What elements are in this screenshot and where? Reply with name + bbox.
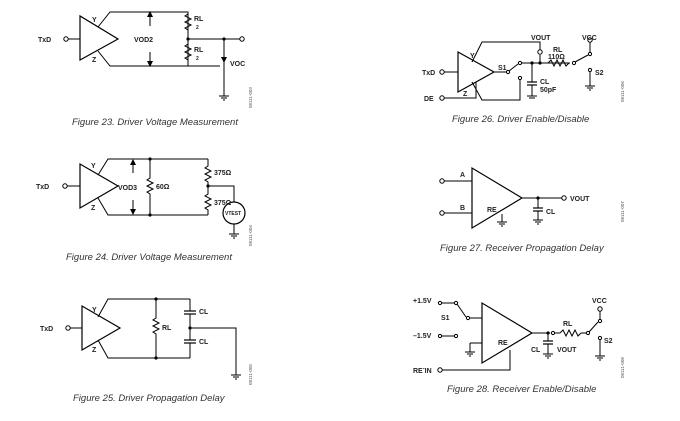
figure-28-receiver-enable: +1.5V –1.5V S1 RE CL VOUT RL VCC S2 RE I… [413,298,625,395]
figure-caption: Figure 25. Driver Propagation Delay [73,393,226,404]
figure-caption: Figure 24. Driver Voltage Measurement [66,252,232,263]
driver-triangle [79,162,120,210]
z-label: Z [92,57,97,64]
figure-23-driver-voltage: TxD Y Z VOD2 RL 2 RL 2 VOC 08111-003 Fig… [38,11,253,128]
rl-label: RL [553,47,563,54]
vout-label: VOUT [570,196,590,203]
voc-label: VOC [230,61,245,68]
figure-25-driver-propagation: TxD Y Z RL CL CL 08111-005 Figure 25. Dr… [40,297,253,404]
txd-label: TxD [422,70,435,77]
y-label: Y [92,17,97,24]
side-code: 08111-007 [620,201,625,222]
rl-bottom-label: RL [194,47,204,54]
figure-caption: Figure 26. Driver Enable/Disable [452,114,589,125]
z-label: Z [463,91,468,98]
re-label: RE [498,340,508,347]
receiver-triangle [481,301,534,365]
s2-label: S2 [604,338,613,345]
s1-label: S1 [498,65,507,72]
figure-27-receiver-propagation: A B RE VOUT CL 08111-007 Figure 27. Rece… [439,166,625,254]
vod3-label: VOD3 [118,185,137,192]
driver-triangle [81,304,122,352]
cl-label: CL [546,209,556,216]
r375-top-label: 375Ω [214,170,232,177]
driver-triangle [79,14,120,62]
side-code: 08111-008 [620,357,625,378]
b-label: B [460,205,465,212]
side-code: 08111-006 [620,81,625,102]
rl-label: RL [162,325,172,332]
r60-label: 60Ω [156,184,170,191]
rl-top-label: RL [194,16,204,23]
r60-resistor [145,159,155,215]
txd-label: TxD [36,184,49,191]
side-code: 08111-004 [248,225,253,246]
re-label: RE [487,207,497,214]
txd-label: TxD [40,326,53,333]
rl-half-top-resistor [183,12,193,37]
vtest-label: VTEST [225,211,241,217]
txd-label: TxD [38,37,51,44]
y-label: Y [470,53,475,60]
txd-input-terminal [63,36,69,42]
side-code: 08111-003 [248,87,253,108]
vod2-label: VOD2 [134,37,153,44]
rl-top-half-label: 2 [196,25,199,31]
figure-caption: Figure 27. Receiver Propagation Delay [440,243,605,254]
vout-label: VOUT [531,35,551,42]
rl-resistor [151,299,161,358]
minus-1v5-label: –1.5V [413,333,432,340]
figure-caption: Figure 23. Driver Voltage Measurement [72,117,238,128]
cl-top-label: CL [199,309,209,316]
cl-value-label: 50pF [540,87,557,94]
figure-24-driver-voltage: TxD Y Z VOD3 60Ω 375Ω 375Ω VTEST 08111-0… [36,157,253,263]
receiver-triangle [471,166,524,230]
figure-26-driver-enable: TxD DE Y Z S1 VOUT VCC RL 110Ω S2 CL 50p… [422,35,625,125]
de-label: DE [424,96,434,103]
a-label: A [460,172,465,179]
rl-half-bottom-resistor [183,41,193,66]
s1-switch [508,63,519,72]
s1-switch [456,303,467,318]
s2-label: S2 [595,70,604,77]
figure-caption: Figure 28. Receiver Enable/Disable [447,384,596,395]
s1-label: S1 [441,315,450,322]
side-code: 08111-005 [248,364,253,385]
r375-top-resistor [203,159,213,186]
vout-label: VOUT [557,347,577,354]
cl-bottom-label: CL [199,339,209,346]
s2-switch [588,321,599,333]
re-in-label: RE IN [413,368,432,375]
plus-1v5-label: +1.5V [413,298,432,305]
cl-label: CL [531,347,541,354]
rl-resistor [547,58,570,68]
rl-bottom-half-label: 2 [196,56,199,62]
y-label: Y [91,163,96,170]
z-label: Z [91,205,96,212]
vcc-label: VCC [582,35,597,42]
rl-resistor [559,328,582,338]
rl-label: RL [563,321,573,328]
y-label: Y [92,307,97,314]
rl-value-label: 110Ω [548,54,565,61]
vcc-label: VCC [592,298,607,305]
r375-bottom-label: 375Ω [214,200,232,207]
cl-label: CL [540,79,550,86]
z-label: Z [92,347,97,354]
s2-switch [574,54,589,63]
